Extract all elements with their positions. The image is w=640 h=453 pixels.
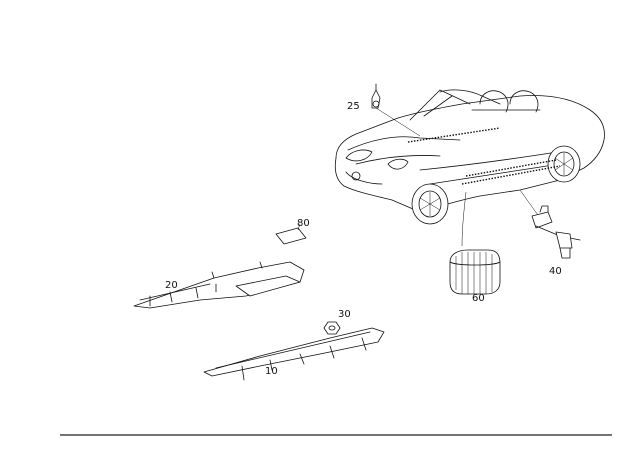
part-10-sill	[203, 327, 385, 381]
callout-60: 60	[472, 293, 485, 304]
callout-20: 20	[165, 280, 178, 291]
part-80-label	[275, 223, 307, 245]
callout-10: 10	[265, 366, 278, 377]
part-40-clip	[519, 189, 581, 259]
car-illustration	[334, 89, 605, 225]
part-25-clip	[371, 83, 421, 137]
part-30-nut	[323, 321, 341, 335]
part-60-roll	[449, 191, 501, 295]
callout-40: 40	[549, 266, 562, 277]
part-20-cover	[133, 261, 305, 309]
callout-80: 80	[297, 218, 310, 229]
callout-30: 30	[338, 309, 351, 320]
callout-25: 25	[347, 101, 360, 112]
